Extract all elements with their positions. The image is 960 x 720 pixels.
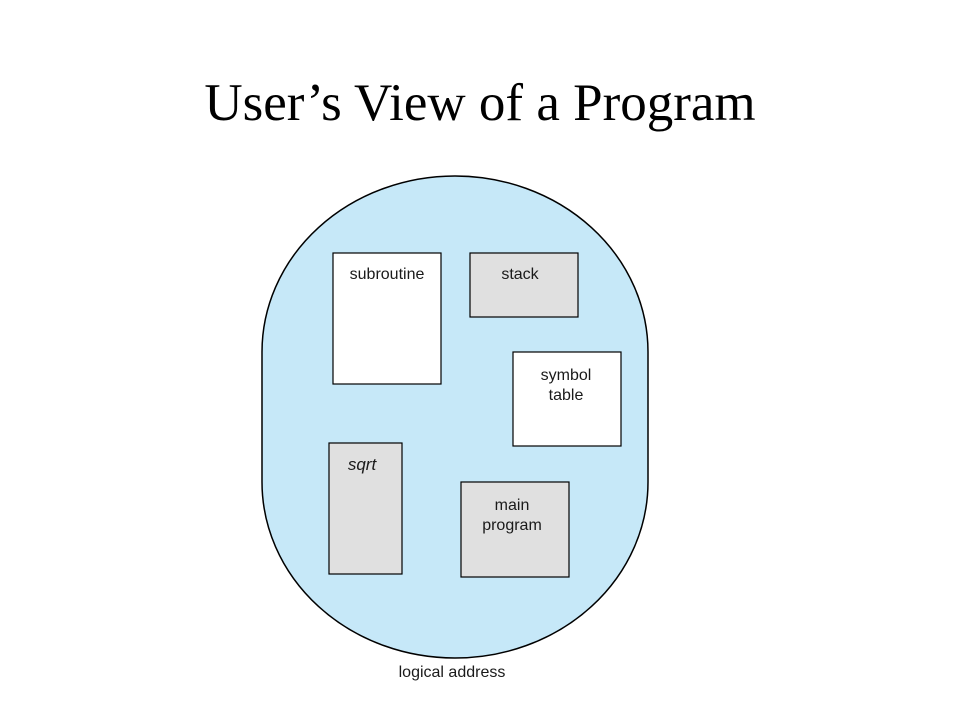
segment-main-program-label-line1: main [495,497,530,514]
segment-symbol-table-label-line1: symbol [541,367,592,384]
slide-title: User’s View of a Program [204,74,756,132]
segment-sqrt: sqrt [328,442,403,575]
segment-subroutine: subroutine [332,252,442,385]
segment-symbol-table-box [512,351,622,447]
segment-symbol-table-label-line2: table [549,387,584,404]
segment-sqrt-label: sqrt [348,455,378,474]
segment-stack: stack [469,252,579,318]
segment-stack-box [469,252,579,318]
segment-main-program-box [460,481,570,578]
segment-main-program-label-line2: program [482,517,542,534]
segment-symbol-table: symbol table [512,351,622,447]
segment-main-program: main program [460,481,570,578]
segment-stack-label: stack [501,266,539,283]
segment-subroutine-label: subroutine [350,266,425,283]
diagram-caption: logical address [399,664,506,681]
segment-sqrt-box [328,442,403,575]
segment-subroutine-box [332,252,442,385]
